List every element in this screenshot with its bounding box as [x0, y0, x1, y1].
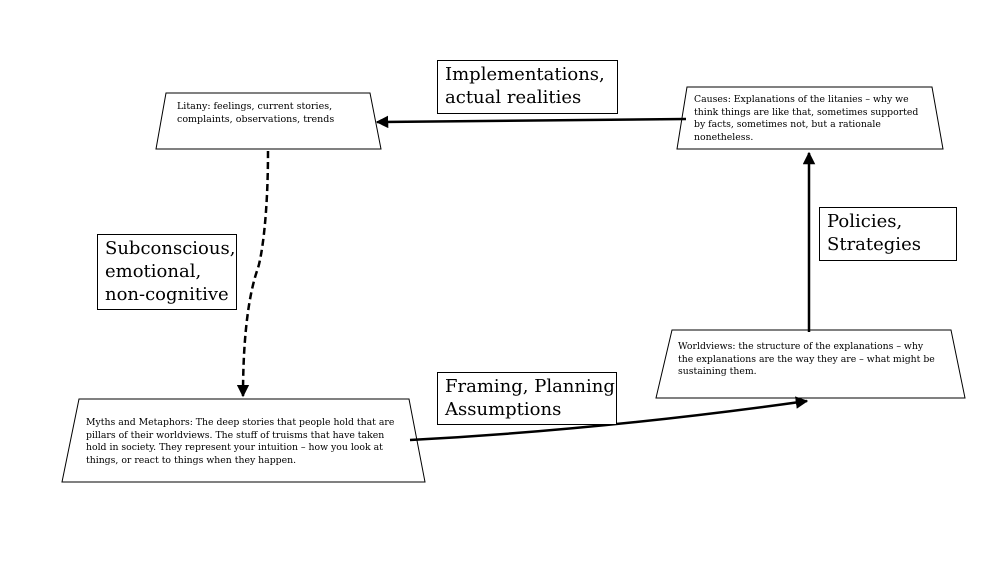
causes-node-text: Causes: Explanations of the litanies – w…: [694, 94, 919, 143]
policies-label: Policies, Strategies: [819, 207, 957, 261]
myths-node-shape: [61, 398, 426, 483]
arrow-causes-to-litany: [375, 115, 687, 129]
arrow-litany-to-myths-dashed: [236, 150, 270, 398]
litany-node-shape: [155, 92, 382, 150]
myths-node-text: Myths and Metaphors: The deep stories th…: [86, 417, 395, 466]
implementations-label: Implementations, actual realities: [437, 60, 618, 114]
worldviews-node-text: Worldviews: the structure of the explana…: [678, 341, 935, 377]
framing-label: Framing, Planning Assumptions: [437, 372, 617, 425]
litany-node-text: Litany: feelings, current stories, compl…: [177, 101, 335, 125]
subconscious-label: Subconscious, emotional, non-cognitive: [97, 234, 237, 310]
arrow-myths-to-worldviews: [409, 396, 809, 442]
causes-node-shape: [676, 86, 944, 150]
worldviews-node-shape: [655, 329, 966, 399]
